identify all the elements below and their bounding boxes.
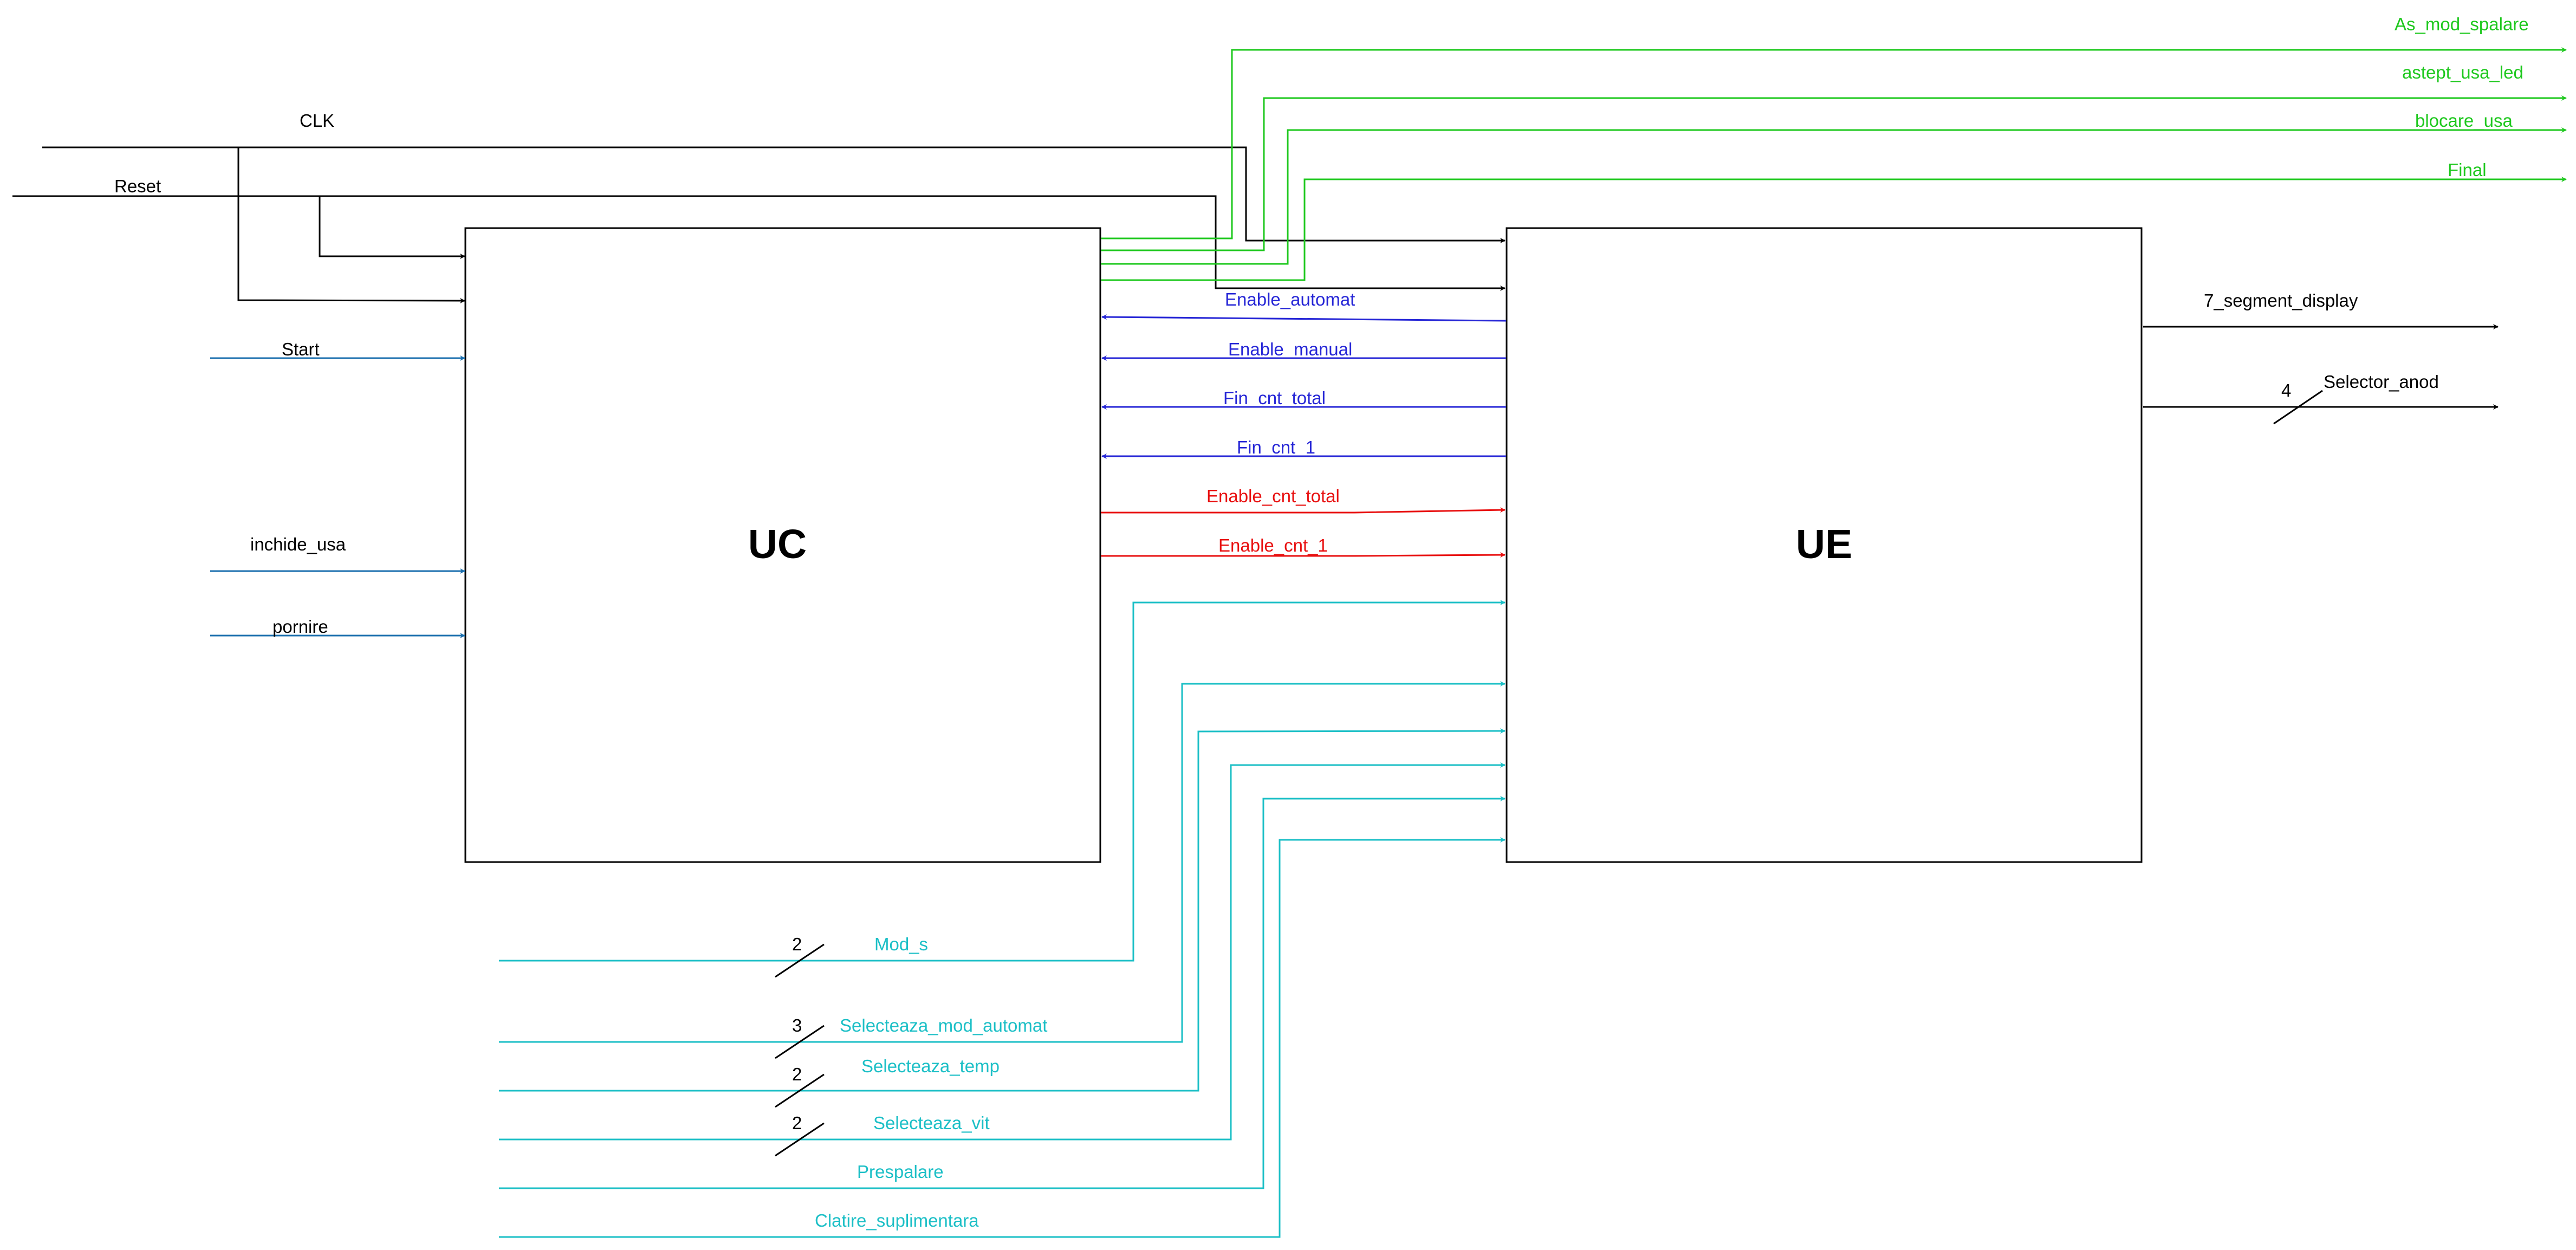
final-label: Final <box>2448 160 2487 180</box>
selecteaza-temp-bus-width: 2 <box>792 1064 802 1084</box>
as-mod-spalare-arrow <box>1101 47 2567 239</box>
selector-anod-bus-slash <box>2273 390 2323 425</box>
cyan-inputs <box>499 600 1506 1238</box>
mod-s-label: Mod_s <box>874 934 928 954</box>
uc-block-label: UC <box>748 521 807 567</box>
selecteaza-vit-arrow <box>499 762 1506 1141</box>
enable-automat-arrow <box>1101 314 1507 322</box>
astept-usa-led-label: astept_usa_led <box>2402 62 2523 82</box>
blocare-usa-label: blocare_usa <box>2415 111 2513 131</box>
selecteaza-vit-label: Selecteaza_vit <box>873 1113 990 1133</box>
fin-cnt-total-label: Fin_cnt_total <box>1223 388 1326 408</box>
selector-anod-label: Selector_anod <box>2324 372 2439 392</box>
selecteaza-vit-bus-width: 2 <box>792 1113 802 1133</box>
green-outputs <box>1101 47 2567 281</box>
enable-cnt-1-label: Enable_cnt_1 <box>1218 535 1328 555</box>
mod-s-bus-width: 2 <box>792 934 802 954</box>
mod-s-bus-slash <box>775 943 825 978</box>
selecteaza-temp-arrow <box>499 728 1506 1092</box>
uc-block <box>464 227 1101 863</box>
ue-block-label: UE <box>1796 521 1852 567</box>
ue-block <box>1506 227 2143 863</box>
selecteaza-mod-automat-arrow <box>499 681 1506 1043</box>
blocare-usa-arrow <box>1101 127 2567 265</box>
final-arrow <box>1101 177 2567 281</box>
start-label: Start <box>282 339 320 359</box>
seven-segment-display-label: 7_segment_display <box>2204 290 2358 310</box>
fin-cnt-1-label: Fin_cnt_1 <box>1237 437 1315 457</box>
astept-usa-led-arrow <box>1101 95 2567 251</box>
prespalare-arrow <box>499 796 1506 1189</box>
selecteaza-temp-bus-slash <box>775 1073 825 1108</box>
inchide-usa-label: inchide_usa <box>250 534 346 554</box>
selecteaza-mod-automat-label: Selecteaza_mod_automat <box>840 1015 1047 1035</box>
clk-signal <box>42 146 1506 303</box>
reset-signal <box>12 195 1506 291</box>
enable-cnt-1-arrow <box>1101 552 1506 558</box>
enable-automat-label: Enable_automat <box>1225 289 1355 309</box>
pornire-label: pornire <box>272 617 328 637</box>
reset-label: Reset <box>114 176 161 196</box>
enable-manual-label: Enable_manual <box>1228 339 1352 359</box>
enable-cnt-total-label: Enable_cnt_total <box>1206 486 1340 506</box>
clk-label: CLK <box>300 111 334 131</box>
as-mod-spalare-label: As_mod_spalare <box>2395 14 2529 34</box>
clatire-suplimentara-arrow <box>499 837 1506 1238</box>
selector-anod-bus-width: 4 <box>2281 380 2291 400</box>
selecteaza-vit-bus-slash <box>775 1122 825 1157</box>
mod-s-arrow <box>499 600 1506 962</box>
cyan-bus-slashes <box>775 943 825 1157</box>
clatire-suplimentara-label: Clatire_suplimentara <box>815 1210 979 1230</box>
prespalare-label: Prespalare <box>857 1162 944 1182</box>
selecteaza-temp-label: Selecteaza_temp <box>861 1056 1000 1076</box>
selecteaza-mod-automat-bus-slash <box>775 1025 825 1059</box>
selecteaza-mod-automat-bus-width: 3 <box>792 1015 802 1035</box>
enable-cnt-total-arrow <box>1101 507 1506 514</box>
